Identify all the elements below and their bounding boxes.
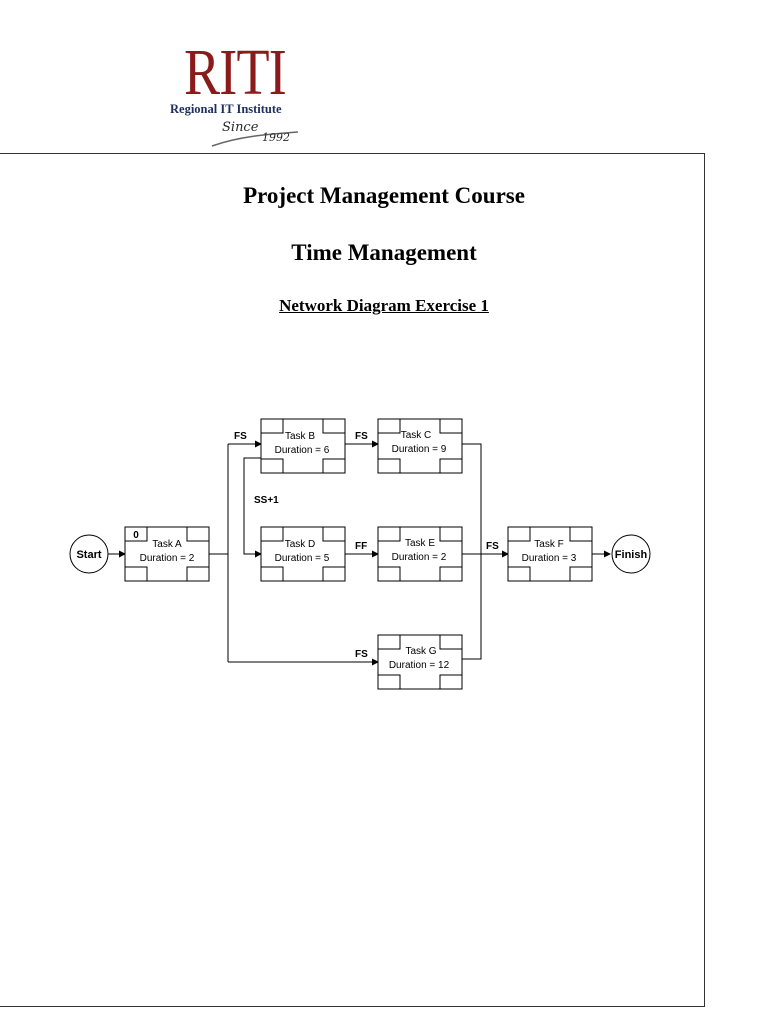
task-f-duration: Duration = 3: [522, 553, 577, 564]
finish-node: Finish: [611, 534, 651, 574]
task-a-node: 0 Task A Duration = 2: [124, 526, 210, 582]
logo-since: Since: [222, 120, 259, 135]
riti-logo: RITI Regional IT Institute Since 1992: [160, 40, 310, 150]
task-g-name: Task G: [405, 646, 436, 657]
start-label: Start: [76, 549, 101, 561]
task-b-duration: Duration = 6: [275, 445, 330, 456]
task-c-name: Task C: [401, 430, 432, 441]
logo-year: 1992: [262, 131, 290, 144]
logo-brand: RITI: [184, 36, 287, 109]
task-e-node: Task E Duration = 2: [377, 526, 463, 582]
task-a-early-start: 0: [133, 530, 139, 541]
course-title: Project Management Course: [243, 183, 525, 208]
task-c-duration: Duration = 9: [392, 444, 447, 455]
task-c-node: Task C Duration = 9: [377, 418, 463, 474]
task-f-node: Task F Duration = 3: [507, 526, 593, 582]
merge-line: [462, 443, 482, 660]
task-b-name: Task B: [285, 431, 315, 442]
relation-b-c: FS: [355, 431, 368, 442]
relation-a-g: FS: [355, 649, 368, 660]
relation-labels: FS FS SS+1 FF FS FS: [234, 431, 499, 660]
exercise-title: Network Diagram Exercise 1: [279, 296, 489, 315]
arrow-b-d: [243, 457, 262, 558]
task-d-duration: Duration = 5: [275, 553, 330, 564]
topic-title: Time Management: [291, 240, 477, 265]
task-a-duration: Duration = 2: [140, 553, 195, 564]
relation-d-e: FF: [355, 541, 367, 552]
logo-subtitle: Regional IT Institute: [170, 102, 282, 116]
task-e-duration: Duration = 2: [392, 552, 447, 563]
logo-swoosh-icon: [211, 131, 299, 147]
task-g-node: Task G Duration = 12: [377, 634, 463, 690]
relation-e-f: FS: [486, 541, 499, 552]
task-b-node: Task B Duration = 6: [260, 418, 346, 474]
task-d-node: Task D Duration = 5: [260, 526, 346, 582]
finish-label: Finish: [615, 549, 648, 561]
page-frame: [0, 153, 705, 1007]
network-diagram: Start Finish 0 Task A Duration = 2 Task …: [69, 418, 651, 690]
relation-a-b: FS: [234, 431, 247, 442]
task-d-name: Task D: [285, 539, 316, 550]
task-f-name: Task F: [534, 539, 563, 550]
connectors: [108, 440, 611, 666]
task-e-name: Task E: [405, 538, 435, 549]
task-a-name: Task A: [152, 539, 182, 550]
task-g-duration: Duration = 12: [389, 660, 450, 671]
relation-b-d: SS+1: [254, 495, 279, 506]
start-node: Start: [69, 534, 109, 574]
